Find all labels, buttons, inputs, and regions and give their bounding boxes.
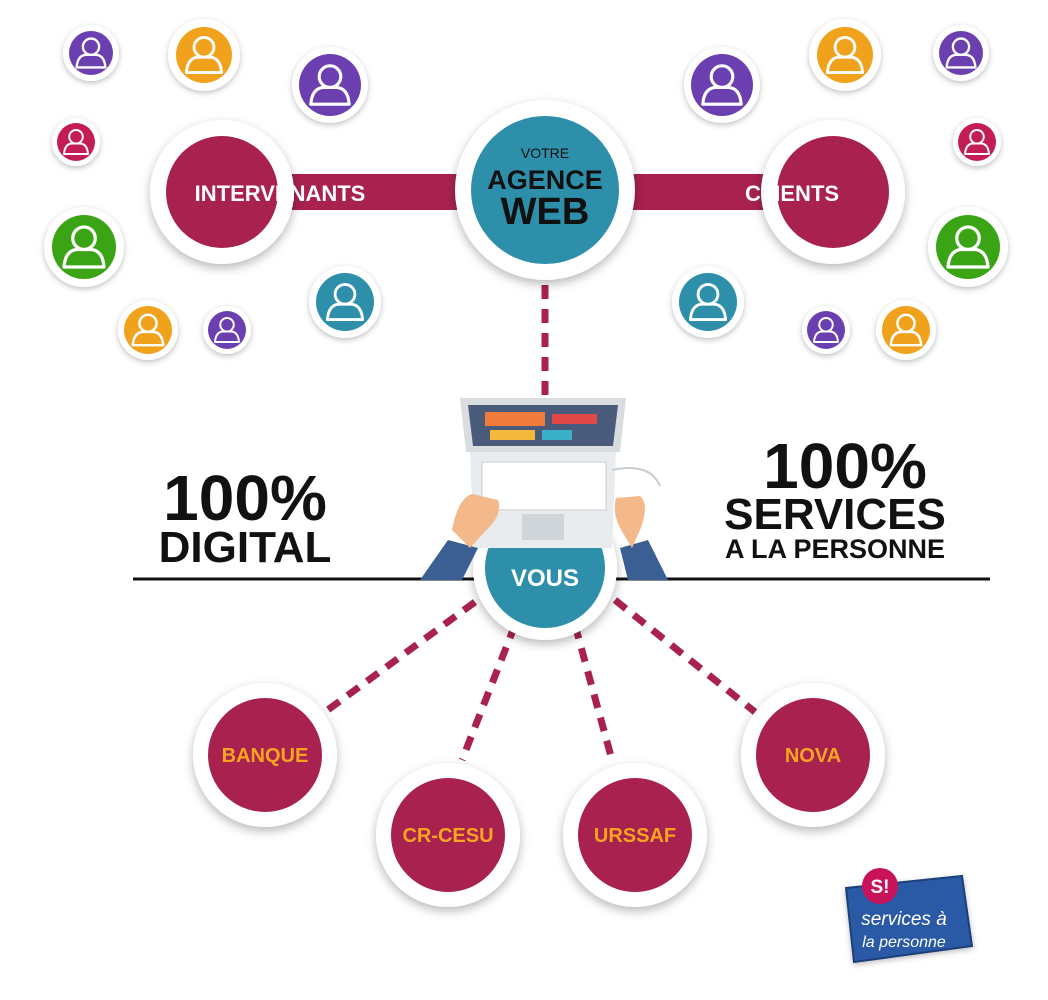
- avatar-right-3: [933, 25, 989, 81]
- avatar-left-6: [309, 266, 381, 338]
- avatars-left: [44, 19, 381, 360]
- avatar-left-7: [118, 300, 178, 360]
- partner-nova: [741, 683, 885, 827]
- partner-banque: [193, 683, 337, 827]
- partner-urssaf-label: URSSAF: [594, 825, 676, 847]
- logo-line-1: services à: [861, 909, 947, 930]
- partner-cr-cesu: [376, 763, 520, 907]
- hub-intervenants: [150, 120, 294, 264]
- avatar-right-6: [672, 266, 744, 338]
- avatar-right-1: [684, 47, 760, 123]
- center-agence-web: [455, 100, 635, 280]
- logo-mark: S!: [871, 877, 890, 898]
- avatar-left-1: [63, 25, 119, 81]
- center-line-2: AGENCE: [487, 165, 603, 195]
- partner-cr-cesu-label: CR-CESU: [402, 825, 493, 847]
- screen-panel-teal: [542, 430, 572, 440]
- connector-urssaf: [571, 624, 616, 761]
- avatar-left-2: [168, 19, 240, 91]
- avatar-left-3: [292, 47, 368, 123]
- screen-panel-yellow: [490, 430, 535, 440]
- headline-right-percent: 100%: [763, 430, 927, 502]
- services-a-la-personne-logo: S! services à la personne: [844, 868, 974, 964]
- avatar-right-4: [953, 118, 1001, 166]
- avatar-right-5: [928, 207, 1008, 287]
- avatar-left-8: [203, 306, 251, 354]
- hub-intervenants-label: INTERVENANTS: [195, 181, 366, 206]
- headline-left-digital: DIGITAL: [159, 523, 332, 572]
- center-line-3: WEB: [501, 191, 590, 233]
- avatar-right-7: [802, 306, 850, 354]
- laptop-keyboard: [481, 461, 607, 511]
- headline-left-percent: 100%: [163, 462, 327, 534]
- screen-panel-orange: [485, 412, 545, 426]
- left-hand: [452, 494, 500, 548]
- partner-urssaf: [563, 763, 707, 907]
- laptop-illustration: [420, 398, 668, 580]
- headline-right-a-la-personne: A LA PERSONNE: [725, 534, 945, 564]
- headline-right-services: SERVICES: [724, 490, 946, 539]
- partner-nova-label: NOVA: [785, 745, 841, 767]
- connector-cr-cesu: [458, 623, 519, 762]
- avatar-right-8: [876, 300, 936, 360]
- connector-nova: [612, 597, 758, 715]
- partner-connectors: [322, 597, 758, 762]
- hub-clients-label: CLIENTS: [745, 181, 839, 206]
- screen-panel-red: [552, 414, 597, 424]
- laptop-touchpad: [522, 514, 564, 540]
- center-line-1: VOTRE: [521, 145, 569, 161]
- logo-mark-circle: [862, 868, 898, 904]
- laptop-cable: [611, 467, 661, 487]
- connector-banque: [322, 599, 478, 715]
- avatars-right: [672, 19, 1008, 360]
- hub-clients: [761, 120, 905, 264]
- right-sleeve: [620, 540, 668, 580]
- avatar-right-2: [809, 19, 881, 91]
- left-sleeve: [420, 540, 478, 580]
- right-hand: [614, 496, 645, 548]
- you-label: VOUS: [511, 565, 579, 592]
- partner-banque-label: BANQUE: [222, 745, 309, 767]
- avatar-left-5: [44, 207, 124, 287]
- logo-line-2: la personne: [862, 934, 946, 951]
- avatar-left-4: [52, 118, 100, 166]
